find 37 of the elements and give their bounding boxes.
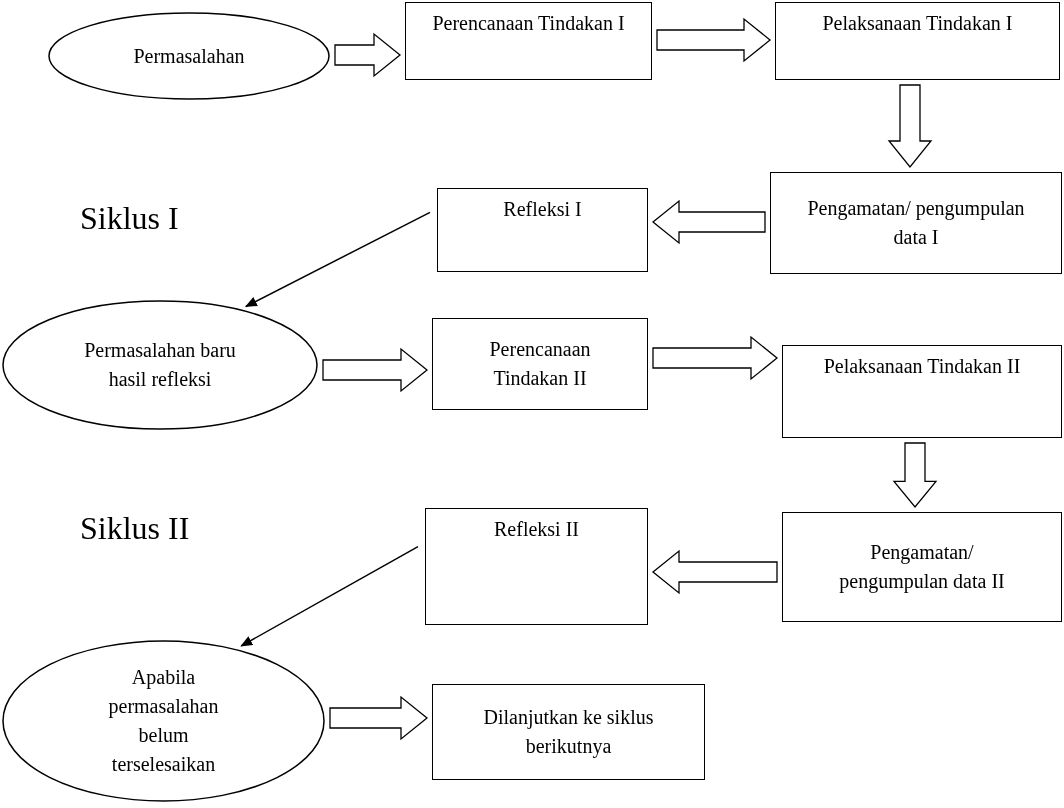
block-arrow xyxy=(887,84,933,169)
node-text: Refleksi I xyxy=(503,197,582,222)
ellipse-node xyxy=(2,300,318,430)
node-text: Perencanaan Tindakan II xyxy=(488,337,592,391)
node-text: Pelaksanaan Tindakan II xyxy=(823,354,1021,379)
process-box xyxy=(432,318,648,410)
node-text: Refleksi II xyxy=(494,517,579,542)
node-text: Perencanaan Tindakan I xyxy=(432,11,625,36)
ellipse-node xyxy=(48,12,330,100)
process-box xyxy=(432,684,705,780)
process-box xyxy=(425,508,648,625)
node-text: Permasalahan xyxy=(133,43,245,69)
node-text: Dilanjutkan ke siklus berikutnya xyxy=(482,705,655,760)
block-arrow xyxy=(892,442,938,509)
ellipse-node xyxy=(2,640,325,802)
process-box xyxy=(437,188,648,272)
cycle-label: Siklus II xyxy=(80,510,190,547)
block-arrow xyxy=(334,32,402,78)
process-box xyxy=(770,172,1062,274)
arrow xyxy=(240,545,419,647)
arrow xyxy=(244,211,431,308)
block-arrow xyxy=(651,199,766,245)
block-arrow xyxy=(329,695,429,741)
block-arrow xyxy=(322,347,429,393)
node-text: Apabila permasalahan belum terselesaikan xyxy=(107,665,220,777)
node-text: Pengamatan/ pengumpulan data II xyxy=(838,540,1006,595)
block-arrow xyxy=(651,549,778,595)
block-arrow xyxy=(656,17,772,63)
process-box xyxy=(782,512,1062,622)
node-text: Pelaksanaan Tindakan I xyxy=(822,11,1013,36)
process-box xyxy=(782,345,1062,438)
node-text: Permasalahan baru hasil refleksi xyxy=(83,338,237,392)
node-text: Pengamatan/ pengumpulan data I xyxy=(806,196,1026,250)
block-arrow xyxy=(652,335,779,381)
process-box xyxy=(775,2,1060,80)
cycle-label: Siklus I xyxy=(80,200,179,237)
process-box xyxy=(405,2,652,80)
